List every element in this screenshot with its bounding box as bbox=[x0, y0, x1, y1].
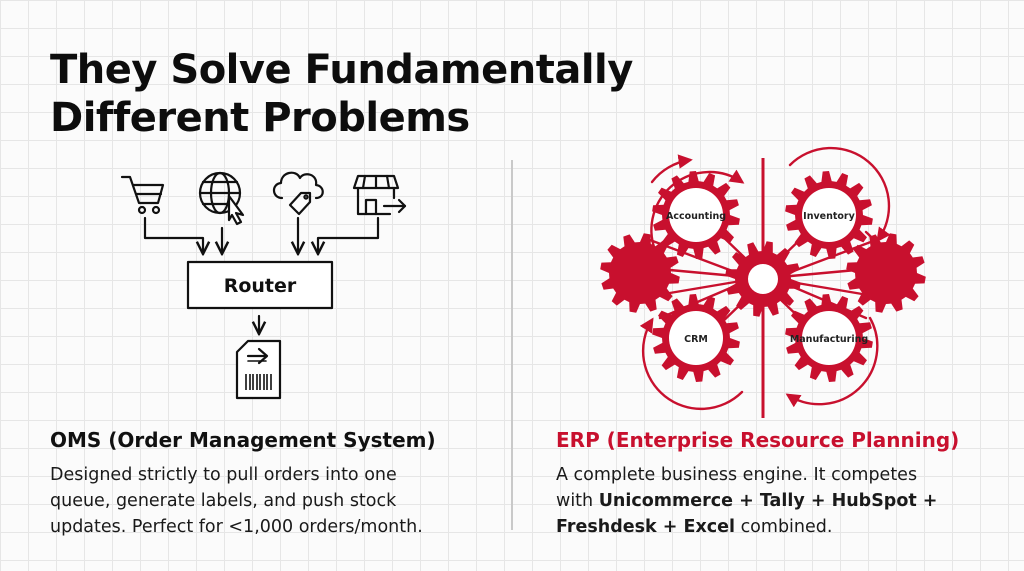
erp-description: A complete business engine. It competes … bbox=[556, 462, 996, 540]
erp-line-2-prefix: with bbox=[556, 491, 599, 511]
oms-heading: OMS (Order Management System) bbox=[50, 428, 436, 452]
oms-description-line-3: updates. Perfect for <1,000 orders/month… bbox=[50, 517, 423, 537]
gear-label-manufacturing: Manufacturing bbox=[790, 334, 868, 345]
erp-diagram bbox=[600, 146, 926, 418]
side-gear-right bbox=[846, 233, 926, 313]
cloud-tag-icon bbox=[272, 171, 324, 216]
title-line-1: They Solve Fundamentally bbox=[50, 47, 633, 93]
erp-description-line-1: A complete business engine. It competes bbox=[556, 465, 918, 485]
side-gear-left bbox=[600, 233, 680, 313]
globe-cursor-icon bbox=[198, 171, 245, 226]
gear-inventory bbox=[785, 171, 873, 259]
erp-competitors-1: Unicommerce + Tally + HubSpot + bbox=[598, 491, 938, 511]
oms-description-line-1: Designed strictly to pull orders into on… bbox=[50, 465, 397, 485]
gear-crm bbox=[652, 294, 740, 382]
oms-description: Designed strictly to pull orders into on… bbox=[50, 462, 490, 540]
gear-manufacturing bbox=[785, 294, 873, 382]
erp-description-line-3: Freshdesk + Excel combined. bbox=[556, 514, 996, 540]
erp-line-3-suffix: combined. bbox=[735, 517, 833, 537]
router-label: Router bbox=[224, 275, 297, 297]
center-gear bbox=[725, 241, 801, 317]
erp-description-line-2: with Unicommerce + Tally + HubSpot + bbox=[556, 488, 996, 514]
page-title: They Solve Fundamentally Different Probl… bbox=[50, 46, 633, 142]
router-box bbox=[186, 260, 334, 310]
oms-diagram bbox=[120, 171, 407, 400]
erp-competitors-2: Freshdesk + Excel bbox=[556, 517, 735, 537]
title-line-2: Different Problems bbox=[50, 95, 470, 141]
flow-arrows bbox=[639, 146, 891, 411]
panel-divider bbox=[511, 160, 513, 530]
storefront-export-icon bbox=[352, 174, 407, 216]
shopping-cart-icon bbox=[120, 175, 165, 215]
erp-heading: ERP (Enterprise Resource Planning) bbox=[556, 428, 960, 452]
shipping-label-icon bbox=[235, 339, 282, 400]
gear-label-crm: CRM bbox=[684, 334, 708, 345]
gear-label-accounting: Accounting bbox=[666, 211, 726, 222]
oms-description-line-2: queue, generate labels, and push stock bbox=[50, 491, 397, 511]
gear-accounting bbox=[652, 171, 740, 259]
gear-label-inventory: Inventory bbox=[803, 211, 855, 222]
